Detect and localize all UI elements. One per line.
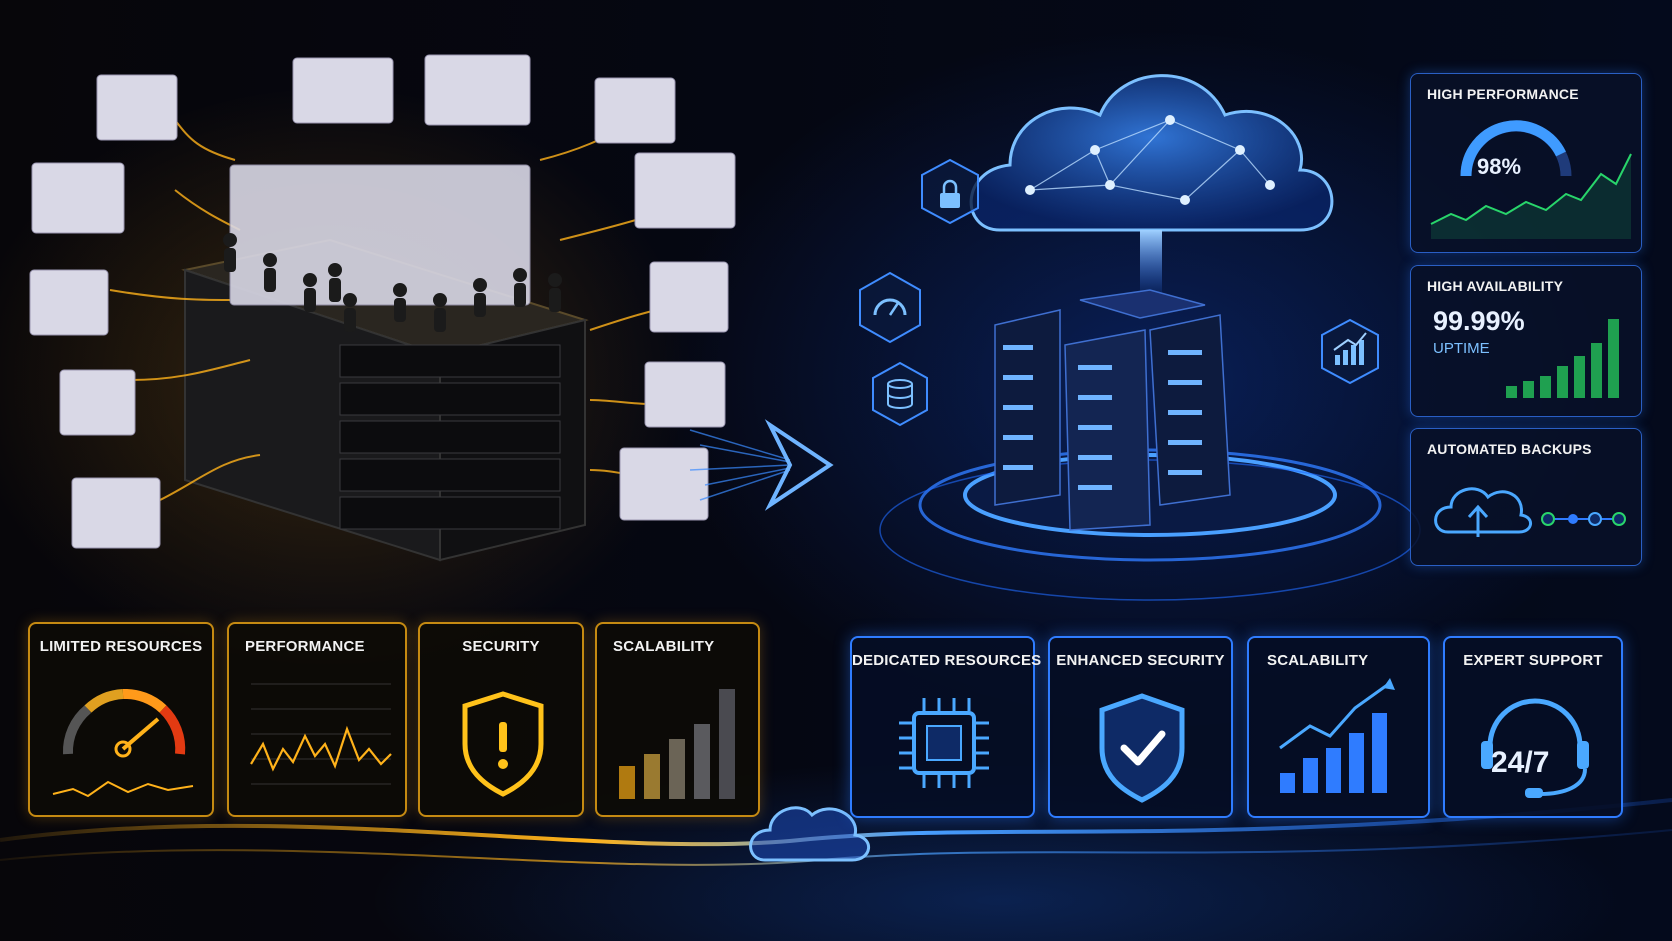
- transition-arrow: [689, 419, 834, 511]
- shared-server-rack: [29, 54, 736, 562]
- warning-shield-icon: [462, 691, 544, 797]
- panel-title: SCALABILITY: [613, 638, 715, 655]
- line-chart-icon: [250, 683, 392, 785]
- panel-title: EXPERT SUPPORT: [1463, 652, 1603, 669]
- panel-scalability-shared: SCALABILITY: [595, 622, 760, 817]
- panel-scalability-dedicated: SCALABILITY: [1247, 636, 1430, 818]
- dedicated-servers: [879, 289, 1421, 601]
- headset-icon: [1481, 698, 1589, 798]
- uptime-bar-chart: [1506, 319, 1619, 398]
- check-shield-icon: [1099, 693, 1185, 803]
- performance-gauge-icon: [1430, 120, 1632, 239]
- panel-title: SECURITY: [462, 638, 540, 655]
- panel-dedicated-resources: DEDICATED RESOURCES: [850, 636, 1042, 818]
- panel-limited-resources: LIMITED RESOURCES: [28, 622, 214, 817]
- small-cloud-icon: [749, 806, 870, 862]
- panel-title: PERFORMANCE: [245, 638, 365, 655]
- stat-automated-backups: AUTOMATED BACKUPS: [1410, 428, 1642, 566]
- cpu-chip-icon: [899, 698, 989, 788]
- panel-title: DEDICATED RESOURCES: [852, 652, 1042, 669]
- gauge-icon: [859, 271, 921, 344]
- database-icon: [872, 361, 928, 427]
- cloud-upload-icon: [1434, 487, 1626, 537]
- panel-security: SECURITY: [418, 622, 584, 817]
- panel-performance: PERFORMANCE: [227, 622, 407, 817]
- panel-enhanced-security: ENHANCED SECURITY: [1048, 636, 1233, 818]
- stat-high-availability: HIGH AVAILABILITY 99.99% UPTIME: [1410, 265, 1642, 417]
- growth-chart-icon: [1279, 678, 1395, 793]
- stat-high-performance: HIGH PERFORMANCE 98%: [1410, 73, 1642, 253]
- panel-title: SCALABILITY: [1267, 652, 1369, 669]
- bar-chart-icon: [619, 689, 735, 799]
- support-hours: 24/7: [1491, 746, 1550, 779]
- stat-title: HIGH PERFORMANCE: [1427, 86, 1579, 102]
- speedometer-icon: [52, 688, 194, 798]
- panel-title: ENHANCED SECURITY: [1056, 652, 1225, 669]
- performance-value: 98%: [1477, 154, 1522, 179]
- stat-title: HIGH AVAILABILITY: [1427, 278, 1564, 294]
- chart-up-icon: [1321, 318, 1379, 385]
- panel-title: LIMITED RESOURCES: [39, 638, 203, 655]
- availability-unit: UPTIME: [1433, 340, 1490, 357]
- cloud-network: [969, 74, 1334, 300]
- availability-value: 99.99%: [1433, 306, 1525, 336]
- stat-title: AUTOMATED BACKUPS: [1427, 441, 1592, 457]
- panel-expert-support: EXPERT SUPPORT 24/7: [1443, 636, 1623, 818]
- lock-icon: [921, 158, 979, 225]
